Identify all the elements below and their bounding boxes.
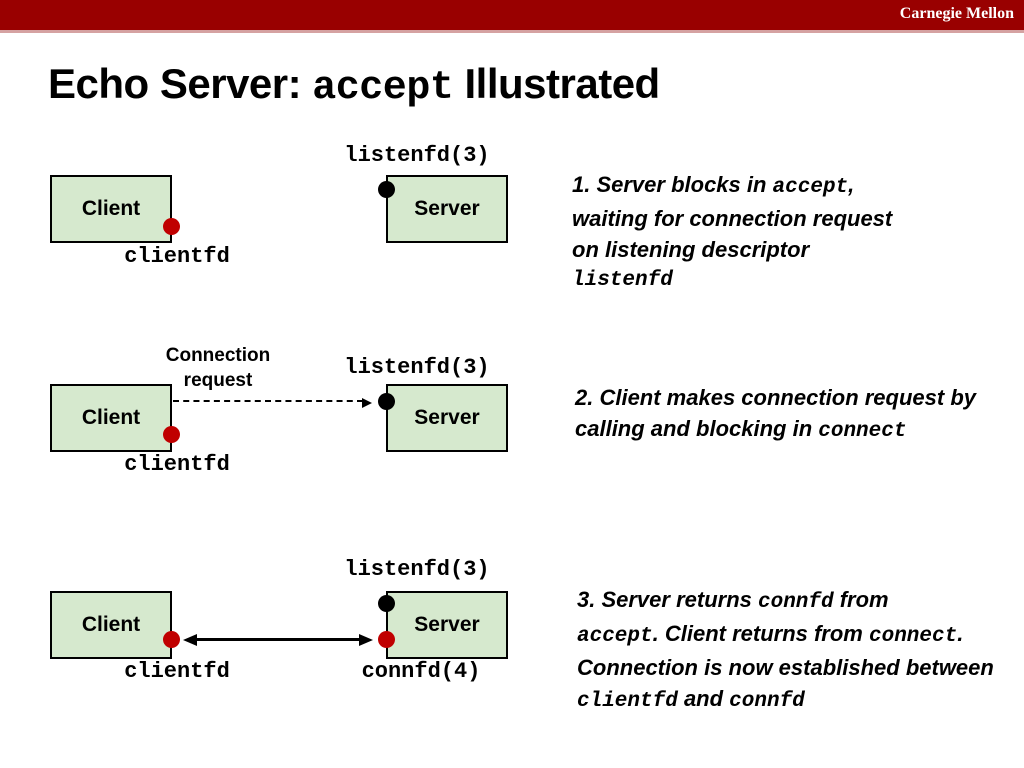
server-box-label: Server [414,197,480,220]
clientfd-label-row3: clientfd [124,659,230,684]
step-1-code-listenfd: listenfd [572,269,673,292]
step-2-text: 2. Client makes connection request by ca… [575,382,976,447]
step-3-line-4: clientfd and connfd [577,683,994,717]
listenfd-dot-icon-row1 [378,181,395,198]
server-box-row3: Server [386,591,508,659]
listenfd-label-row2: listenfd(3) [344,355,490,380]
clientfd-dot-icon-row2 [163,426,180,443]
arrowhead-left-icon [183,634,197,646]
page-title: Echo Server: accept Illustrated [48,60,660,111]
client-box-row1: Client [50,175,172,243]
client-box-row2: Client [50,384,172,452]
step-1-line-3: on listening descriptor [572,237,810,262]
title-prefix: Echo Server: [48,60,313,107]
step-3-seg: and [677,686,730,711]
listenfd-dot-icon-row2 [378,393,395,410]
step-2-line-1: 2. Client makes connection request by [575,385,977,410]
step-3-code-connect: connect [868,625,958,648]
step-3-line-1: 3. Server returns connfd from [577,584,994,618]
server-box-row1: Server [386,175,508,243]
clientfd-dot-icon-row1 [163,218,180,235]
client-box-label: Client [81,197,141,220]
step-2-seg: calling and blocking in [575,416,819,441]
title-suffix: Illustrated [453,60,660,107]
arrowhead-right-icon [359,634,373,646]
connection-established-arrow [183,634,373,646]
client-box-row3: Client [50,591,172,659]
step-3-code-accept: accept [577,625,653,648]
step-1-seg: 1. Server blocks in [572,172,773,197]
step-3-code-connfd: connfd [757,591,834,614]
step-3-code-clientfd: clientfd [577,690,678,713]
step-3-seg: . Client returns from [652,621,869,646]
listenfd-label-row1: listenfd(3) [344,143,490,168]
connection-request-label: Connection request [140,343,296,393]
step-2-code-connect: connect [818,420,907,443]
connection-request-arrow [173,398,372,408]
step-3-seg: . [957,621,964,646]
connection-request-line-2: request [183,370,253,391]
connection-request-line-1: Connection [165,345,271,366]
step-3-code-connfd2: connfd [729,690,805,713]
listenfd-dot-icon-row3 [378,595,395,612]
client-box-label: Client [81,613,141,636]
clientfd-label-row1: clientfd [124,244,230,269]
connfd-dot-icon-row3 [378,631,395,648]
step-1-code-accept: accept [772,176,849,199]
step-3-seg: 3. Server returns [577,587,758,612]
step-1-line-2: waiting for connection request [572,206,893,231]
client-box-label: Client [81,406,141,429]
step-3-line-2: accept. Client returns from connect. [577,618,994,652]
server-box-label: Server [414,613,480,636]
title-code: accept [312,66,454,111]
step-2-line-2: calling and blocking in connect [575,413,976,447]
connfd-label-row3: connfd(4) [361,659,481,684]
listenfd-label-row3: listenfd(3) [344,557,490,582]
server-box-label: Server [414,406,480,429]
step-3-line-3: Connection is now established between [577,655,994,680]
step-3-text: 3. Server returns connfd from accept. Cl… [577,584,994,717]
step-3-seg: from [833,587,889,612]
step-1-seg: , [848,172,855,197]
arrowhead-right-icon [362,398,372,408]
clientfd-dot-icon-row3 [163,631,180,648]
brand-text: Carnegie Mellon [899,5,1014,22]
step-1-text: 1. Server blocks in accept, waiting for … [572,169,892,296]
header-banner: Carnegie Mellon [0,0,1024,33]
step-1-line-1: 1. Server blocks in accept, [572,169,892,203]
clientfd-label-row2: clientfd [124,452,230,477]
server-box-row2: Server [386,384,508,452]
